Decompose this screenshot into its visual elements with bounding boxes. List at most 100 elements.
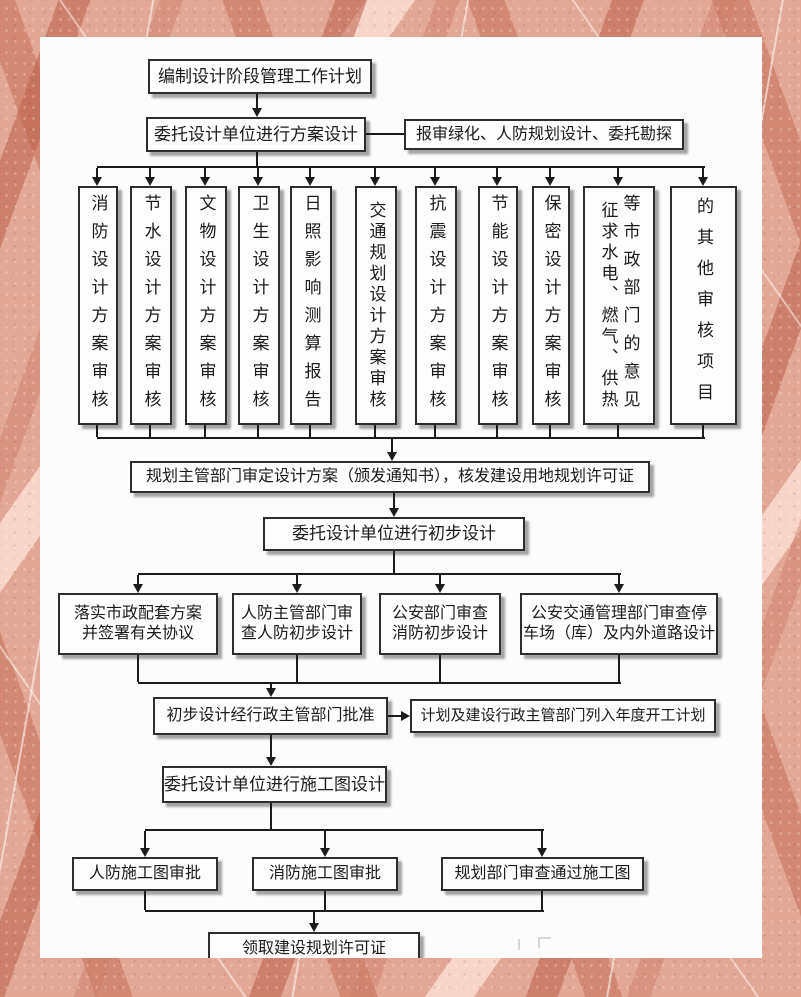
node-scheme-side-label: 报审绿化、人防规划设计、委托勘探 bbox=[415, 125, 672, 143]
flow-line bbox=[393, 493, 395, 508]
flow-line bbox=[496, 425, 498, 437]
arrow-down-icon bbox=[140, 848, 150, 857]
confidentiality-review: 保密设计方案审核 bbox=[532, 186, 570, 425]
flow-line bbox=[138, 682, 621, 684]
flow-line bbox=[270, 803, 272, 829]
flow-line bbox=[391, 439, 393, 452]
arrow-down-icon bbox=[266, 757, 276, 766]
arrow-down-icon bbox=[435, 584, 445, 593]
node-permit: 领取建设规划许可证 bbox=[208, 932, 420, 958]
flow-line bbox=[144, 891, 146, 910]
arrow-down-icon bbox=[320, 848, 330, 857]
flow-line bbox=[374, 425, 376, 437]
node-plan: 编制设计阶段管理工作计划 bbox=[148, 59, 372, 94]
flow-line bbox=[434, 168, 436, 177]
flowchart-panel: 编制设计阶段管理工作计划 委托设计单位进行方案设计 报审绿化、人防规划设计、委托… bbox=[40, 37, 762, 958]
flow-line bbox=[137, 575, 139, 584]
flow-line bbox=[256, 94, 258, 108]
fire-prelim-review: 公安部门审查消防初步设计 bbox=[379, 593, 501, 655]
arrow-down-icon bbox=[430, 177, 440, 186]
arrow-down-icon bbox=[266, 688, 276, 697]
water-saving-review: 节水设计方案审核 bbox=[130, 186, 172, 425]
flow-line bbox=[618, 655, 620, 682]
flow-line bbox=[97, 437, 705, 439]
node-scheme-design: 委托设计单位进行方案设计 bbox=[146, 117, 366, 152]
arrow-down-icon bbox=[537, 848, 547, 857]
flow-line bbox=[439, 655, 441, 682]
stray-mark bbox=[538, 937, 551, 948]
node-scheme-side-report: 报审绿化、人防规划设计、委托勘探 bbox=[404, 119, 684, 150]
node-preliminary-design-label: 委托设计单位进行初步设计 bbox=[292, 524, 496, 544]
fire-drawing-approval: 消防施工图审批 bbox=[252, 857, 398, 891]
flow-line bbox=[145, 829, 544, 831]
flow-line bbox=[617, 425, 619, 437]
flow-line bbox=[549, 425, 551, 437]
flow-line bbox=[439, 575, 441, 584]
flow-line bbox=[296, 575, 298, 584]
flow-line bbox=[96, 168, 98, 177]
flow-line bbox=[137, 655, 139, 682]
flow-line bbox=[309, 168, 311, 177]
node-annual-plan-label: 计划及建设行政主管部门列入年度开工计划 bbox=[420, 707, 706, 724]
flow-line bbox=[309, 425, 311, 437]
arrow-down-icon bbox=[389, 508, 399, 517]
flow-line bbox=[434, 425, 436, 437]
node-scheme-approval: 规划主管部门审定设计方案（颁发通知书），核发建设用地规划许可证 bbox=[130, 461, 650, 493]
arrow-down-icon bbox=[698, 177, 708, 186]
node-scheme-design-label: 委托设计单位进行方案设计 bbox=[154, 124, 358, 144]
flow-line bbox=[618, 575, 620, 584]
arrow-down-icon bbox=[370, 177, 380, 186]
flow-line bbox=[313, 912, 315, 923]
arrow-down-icon bbox=[545, 177, 555, 186]
flow-line bbox=[374, 168, 376, 177]
arrow-right-icon bbox=[401, 711, 410, 721]
flow-line bbox=[96, 425, 98, 437]
node-permit-label: 领取建设规划许可证 bbox=[241, 940, 386, 957]
arrow-down-icon bbox=[253, 177, 263, 186]
seismic-review: 抗震设计方案审核 bbox=[415, 186, 457, 425]
node-prelim-approval-label: 初步设计经行政主管部门批准 bbox=[166, 707, 375, 724]
flow-line bbox=[145, 910, 544, 912]
flow-line bbox=[97, 166, 705, 168]
flow-line bbox=[144, 831, 146, 848]
flow-line bbox=[541, 891, 543, 910]
civil-defense-drawing-approval: 人防施工图审批 bbox=[72, 857, 218, 891]
arrow-down-icon bbox=[613, 177, 623, 186]
flow-line bbox=[257, 168, 259, 177]
arrow-down-icon bbox=[92, 177, 102, 186]
flow-line bbox=[541, 831, 543, 848]
node-construction-design-label: 委托设计单位进行施工图设计 bbox=[164, 774, 385, 794]
arrow-down-icon bbox=[133, 584, 143, 593]
node-construction-design: 委托设计单位进行施工图设计 bbox=[162, 766, 387, 803]
node-scheme-approval-label: 规划主管部门审定设计方案（颁发通知书），核发建设用地规划许可证 bbox=[145, 468, 634, 485]
arrow-down-icon bbox=[614, 584, 624, 593]
sanitation-review: 卫生设计方案审核 bbox=[238, 186, 280, 425]
flow-line bbox=[257, 425, 259, 437]
other-review-items: 的其他审核项目 bbox=[670, 186, 737, 425]
flow-line bbox=[149, 168, 151, 177]
flow-line bbox=[324, 831, 326, 848]
arrow-down-icon bbox=[387, 452, 397, 461]
node-annual-plan-side: 计划及建设行政主管部门列入年度开工计划 bbox=[410, 699, 716, 733]
node-plan-label: 编制设计阶段管理工作计划 bbox=[158, 66, 362, 86]
flow-line bbox=[296, 655, 298, 682]
flow-line bbox=[702, 425, 704, 437]
flow-line bbox=[496, 168, 498, 177]
flow-line bbox=[138, 573, 621, 575]
flow-line bbox=[149, 425, 151, 437]
arrow-down-icon bbox=[309, 923, 319, 932]
flow-line bbox=[617, 168, 619, 177]
flow-line bbox=[393, 551, 395, 573]
node-prelim-approval: 初步设计经行政主管部门批准 bbox=[153, 697, 388, 735]
flow-line bbox=[270, 735, 272, 757]
flow-line bbox=[549, 168, 551, 177]
flow-line bbox=[256, 152, 258, 166]
flow-line bbox=[388, 715, 402, 717]
arrow-down-icon bbox=[252, 108, 262, 117]
arrow-down-icon bbox=[305, 177, 315, 186]
flow-line bbox=[270, 684, 272, 689]
arrow-down-icon bbox=[492, 177, 502, 186]
civil-defense-prelim-review: 人防主管部门审查人防初步设计 bbox=[232, 593, 362, 655]
sunlight-impact-report: 日照影响测算报告 bbox=[290, 186, 332, 425]
municipal-supporting-plan: 落实市政配套方案并签署有关协议 bbox=[58, 593, 218, 655]
